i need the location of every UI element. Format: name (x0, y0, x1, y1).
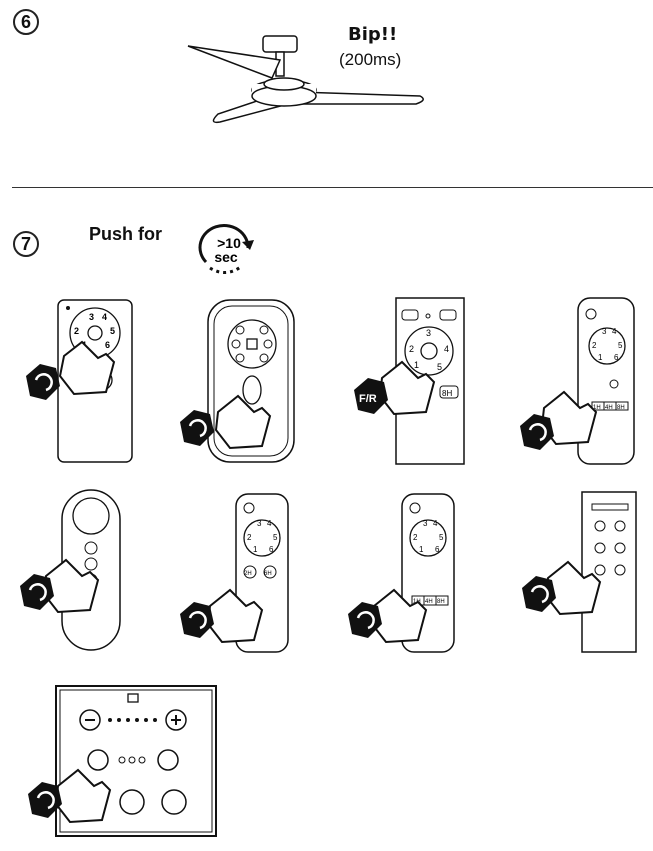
svg-text:2H: 2H (244, 571, 252, 577)
svg-text:4H: 4H (425, 599, 433, 605)
svg-text:4H: 4H (605, 405, 613, 411)
section-divider (12, 187, 653, 188)
svg-text:6: 6 (435, 545, 440, 554)
instruction-text: Push for (89, 224, 163, 244)
svg-text:6: 6 (269, 545, 274, 554)
remote-1: 3 4 2 5 1 6 (26, 299, 133, 463)
timer-badge-line2: sec (214, 249, 238, 265)
svg-text:6: 6 (105, 340, 110, 350)
step-number-7: 7 (13, 231, 39, 257)
ceiling-fan-illustration (187, 35, 424, 124)
svg-text:6H: 6H (264, 571, 272, 577)
svg-text:3: 3 (602, 327, 607, 336)
sound-label: Bip!! (348, 24, 398, 45)
remote-6: 3 4 2 5 1 6 2H 6H (180, 493, 289, 653)
remote-2 (180, 299, 295, 463)
svg-text:1: 1 (419, 545, 424, 554)
svg-text:1: 1 (253, 545, 258, 554)
svg-text:3: 3 (89, 312, 94, 322)
wall-control-panel (28, 685, 217, 837)
svg-text:5: 5 (439, 533, 444, 542)
remote-4: 3 4 2 5 1 6 1H 4H 8H (520, 297, 635, 465)
svg-text:1: 1 (414, 360, 419, 370)
svg-text:1H: 1H (593, 405, 601, 411)
svg-text:6: 6 (614, 353, 619, 362)
svg-text:3: 3 (423, 519, 428, 528)
svg-text:1: 1 (598, 353, 603, 362)
svg-text:4: 4 (444, 344, 449, 354)
svg-text:2: 2 (409, 344, 414, 354)
svg-text:8H: 8H (617, 405, 625, 411)
svg-text:5: 5 (618, 341, 623, 350)
svg-text:4: 4 (433, 519, 438, 528)
svg-text:2: 2 (74, 326, 79, 336)
svg-text:4: 4 (612, 327, 617, 336)
step-number-6: 6 (13, 9, 39, 35)
svg-text:3: 3 (426, 328, 431, 338)
svg-text:3: 3 (257, 519, 262, 528)
svg-text:5: 5 (437, 362, 442, 372)
svg-text:8H: 8H (442, 389, 452, 398)
remote-3: 3 2 4 1 5 8H F/R (354, 297, 465, 465)
svg-text:5: 5 (273, 533, 278, 542)
remote-7: 3 4 2 5 1 6 1H 4H 8H (348, 493, 455, 653)
timer-badge-line1: >10 (217, 235, 241, 251)
fr-badge: F/R (359, 393, 377, 405)
svg-text:4: 4 (102, 312, 107, 322)
remote-5 (20, 489, 121, 651)
svg-text:4: 4 (267, 519, 272, 528)
duration-label: (200ms) (339, 50, 402, 69)
svg-text:5: 5 (110, 326, 115, 336)
remote-8 (522, 491, 637, 653)
timer-badge: >10 sec (198, 224, 254, 274)
svg-text:8H: 8H (437, 599, 445, 605)
svg-text:2: 2 (592, 341, 597, 350)
svg-text:2: 2 (413, 533, 418, 542)
svg-text:2: 2 (247, 533, 252, 542)
